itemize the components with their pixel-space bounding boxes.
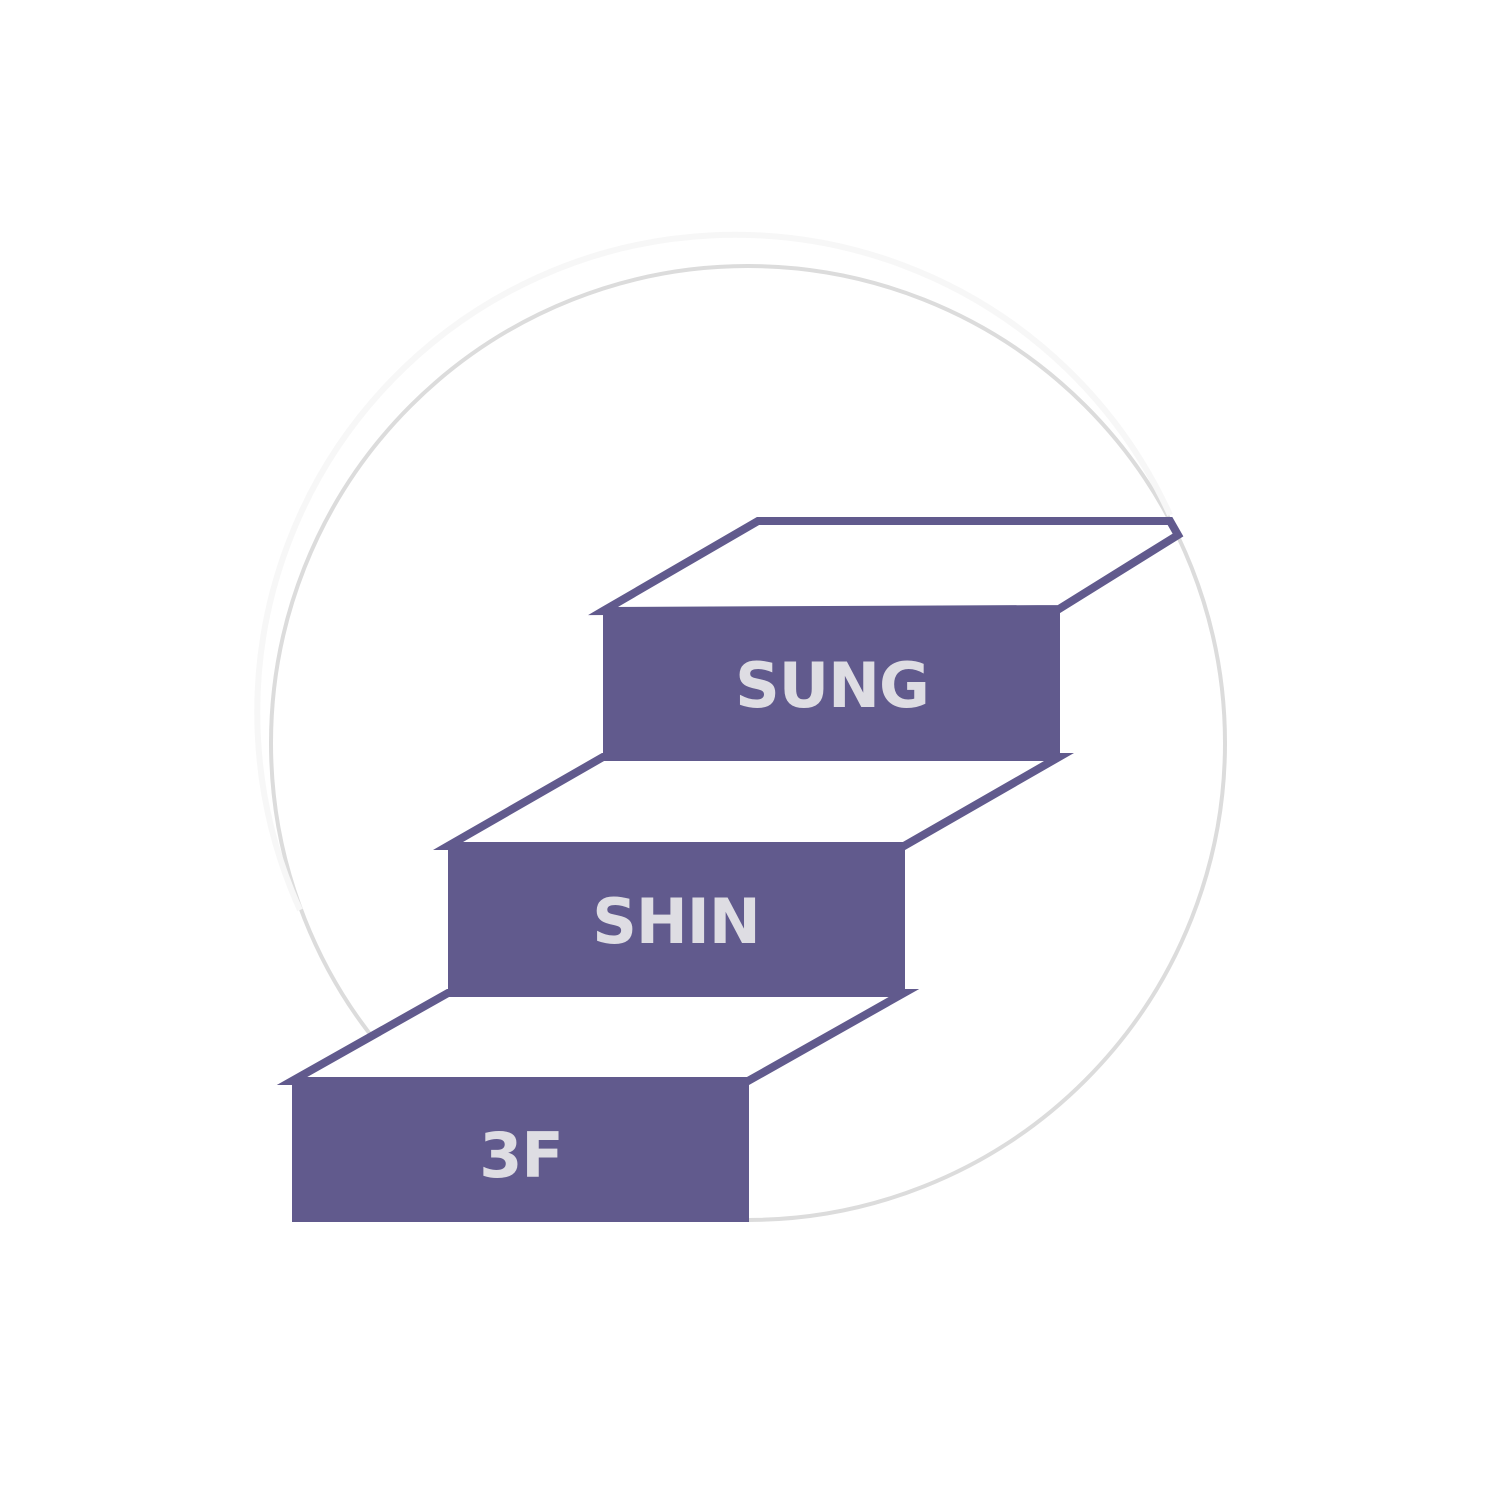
top-step-riser	[603, 607, 1060, 760]
middle-step-riser	[448, 842, 905, 995]
bottom-step-riser	[292, 1077, 749, 1222]
step-label-sung: SUNG	[735, 649, 929, 722]
circle-highlight	[254, 231, 1173, 912]
step-label-3f: 3F	[479, 1119, 563, 1192]
step-label-shin: SHIN	[592, 885, 760, 958]
